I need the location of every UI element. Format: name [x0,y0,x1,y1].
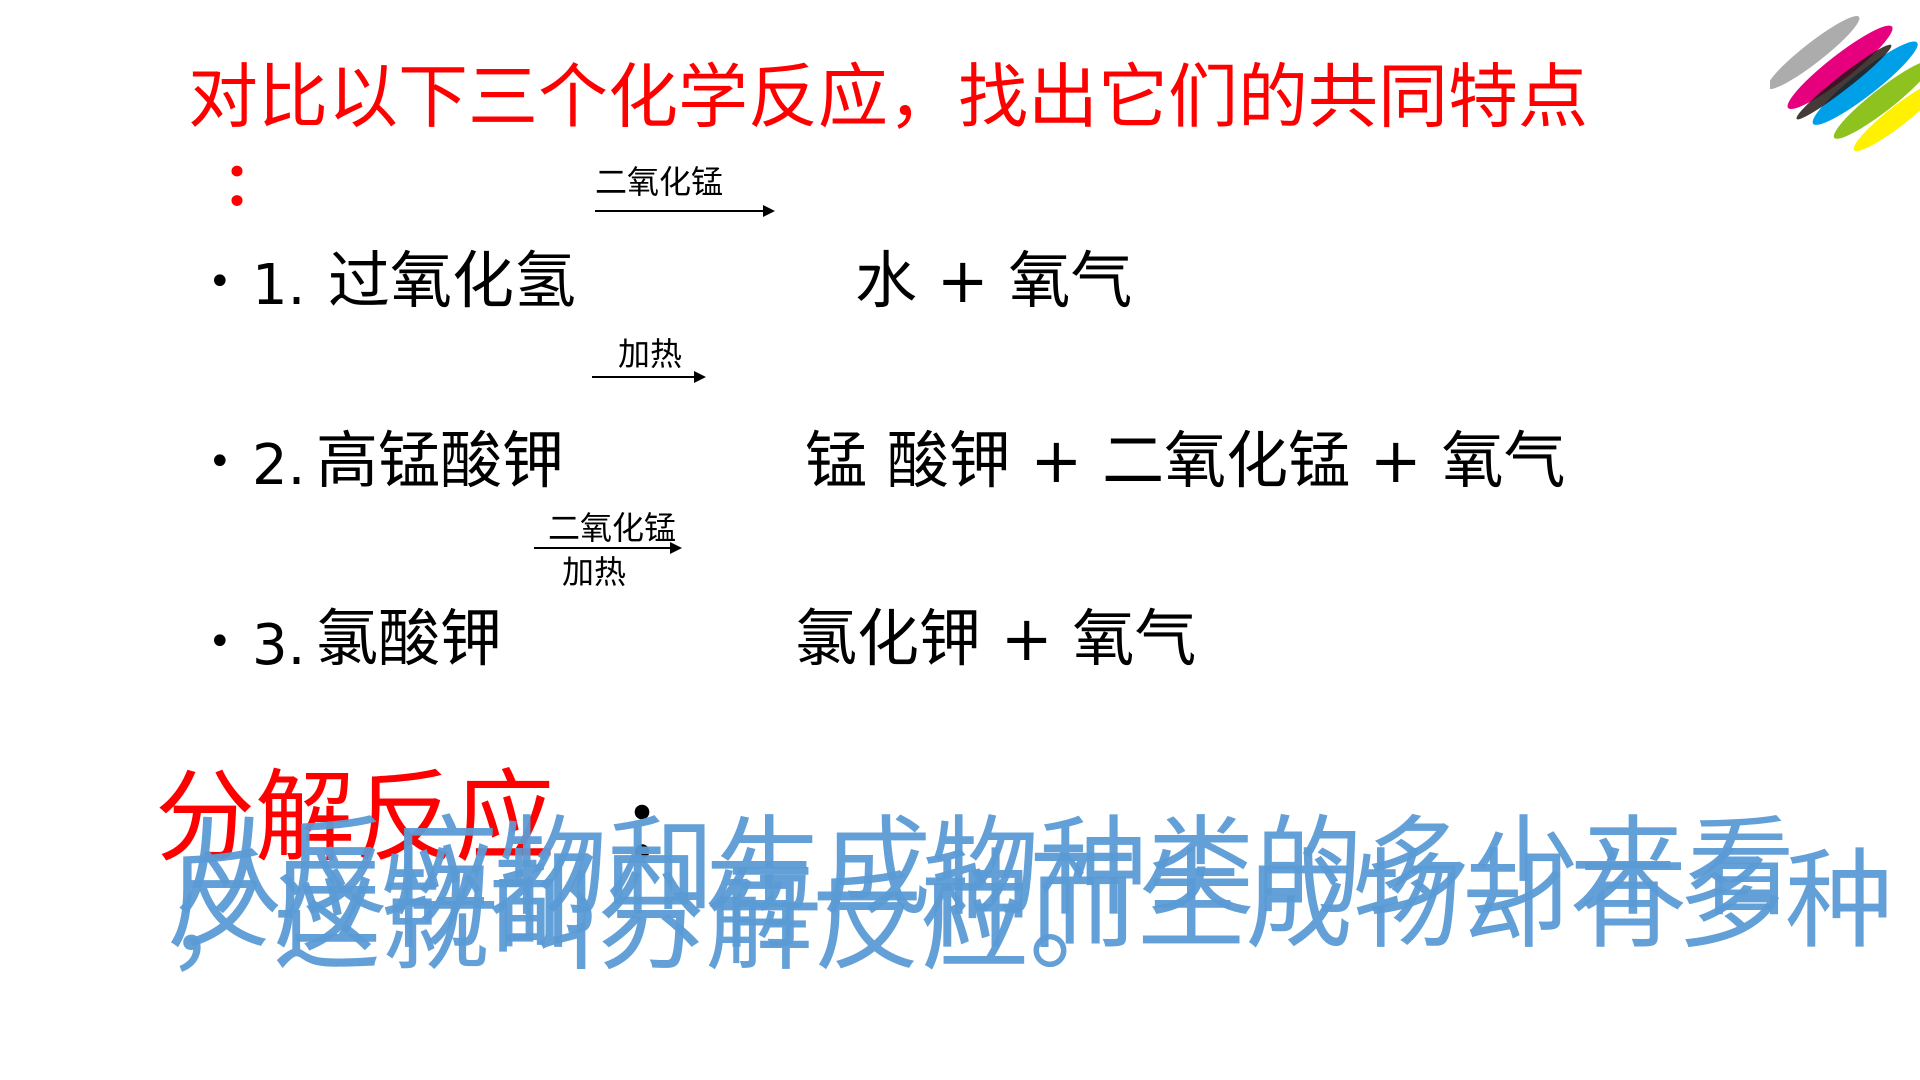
reaction-reactant: 过氧化氢 [328,244,577,317]
reaction-number: 3. [252,613,306,678]
reaction-condition-top: 加热 [618,335,683,373]
reaction-arrow-icon [592,371,706,383]
reaction-reactant: 高锰酸钾 [316,424,565,497]
reaction-reactant: 氯酸钾 [316,602,503,675]
reaction-products: 氯化钾 + 氧气 [795,602,1197,675]
bullet-icon: • [208,439,232,485]
definition-heading: 分解反应 [155,759,555,876]
reaction-products: 锰 酸钾 + 二氧化锰 + 氧气 [805,424,1566,497]
definition-line-2: ，这就叫分解反应。 [165,861,1138,986]
slide-title-colon: ： [222,150,282,220]
reaction-arrow-icon [534,542,682,554]
bullet-icon: • [208,619,232,665]
reaction-number: 1. [252,253,306,318]
reaction-arrow-icon [595,205,775,217]
brush-stroke-logo-icon [1770,16,1920,152]
definition-line-3: 反应物都只有一种而生成物却有多种 [165,839,1894,964]
reaction-products: 水 + 氧气 [855,244,1133,317]
definition-heading-colon: ： [622,783,702,876]
bullet-icon: • [208,259,232,305]
reaction-condition-bottom: 加热 [562,553,627,591]
reaction-number: 2. [252,433,306,498]
slide-title: 对比以下三个化学反应，找出它们的共同特点 [188,56,1588,138]
definition-line-1: 从反应物和生成物种类的多少来看 [175,806,1796,931]
reaction-condition-top: 二氧化锰 [595,163,724,201]
reaction-condition-top: 二氧化锰 [548,509,677,547]
